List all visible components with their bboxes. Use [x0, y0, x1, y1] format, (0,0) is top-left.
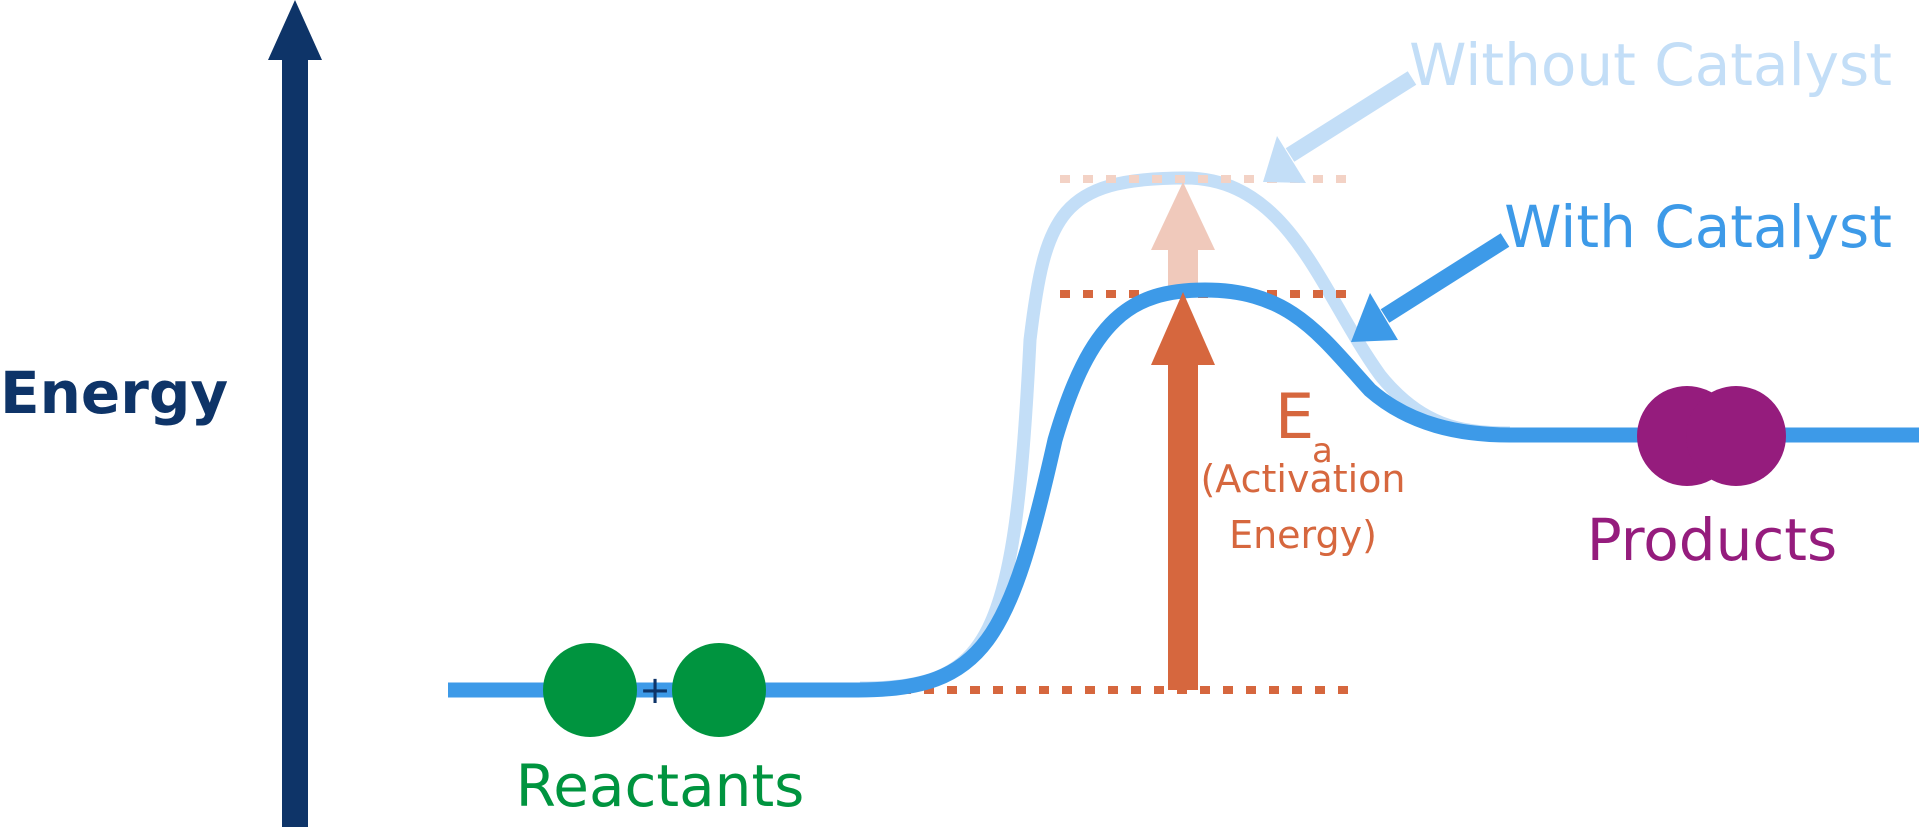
reactants-label: Reactants [516, 752, 805, 820]
activation-energy-arrow-shaft [1168, 360, 1198, 690]
reactant-molecule-2 [672, 643, 766, 737]
activation-energy-main: E [1275, 380, 1314, 453]
activation-energy-subscript: a [1312, 431, 1333, 471]
with-catalyst-pointer-shaft [1380, 233, 1510, 323]
products-label: Products [1587, 506, 1837, 574]
uncatalyzed-activation-arrowhead [1151, 182, 1215, 250]
without-catalyst-pointer-head [1263, 136, 1306, 183]
without-catalyst-curve [859, 171, 1511, 695]
energy-axis-arrowhead [268, 0, 322, 60]
energy-axis-line [282, 55, 308, 827]
with-catalyst-curve [448, 282, 1919, 698]
activation-energy-desc-line1: (Activation [1200, 457, 1405, 501]
without-catalyst-pointer-shaft [1285, 71, 1417, 162]
product-molecule-right [1686, 386, 1786, 486]
activation-energy-arrowhead [1151, 292, 1215, 365]
reactants-molecules [543, 643, 766, 737]
with-catalyst-label: With Catalyst [1504, 193, 1892, 261]
without-catalyst-label: Without Catalyst [1409, 31, 1892, 99]
activation-energy-symbol: E [1275, 380, 1314, 453]
energy-axis-label: Energy [0, 359, 228, 427]
reactant-molecule-1 [543, 643, 637, 737]
activation-energy-desc-line2: Energy) [1229, 513, 1377, 557]
without-catalyst-pointer [1263, 71, 1417, 183]
with-catalyst-pointer [1351, 233, 1510, 342]
with-catalyst-pointer-head [1351, 293, 1398, 342]
product-molecule [1637, 386, 1786, 486]
energy-axis [268, 0, 322, 827]
reactants-plus-sign: + [639, 668, 671, 712]
